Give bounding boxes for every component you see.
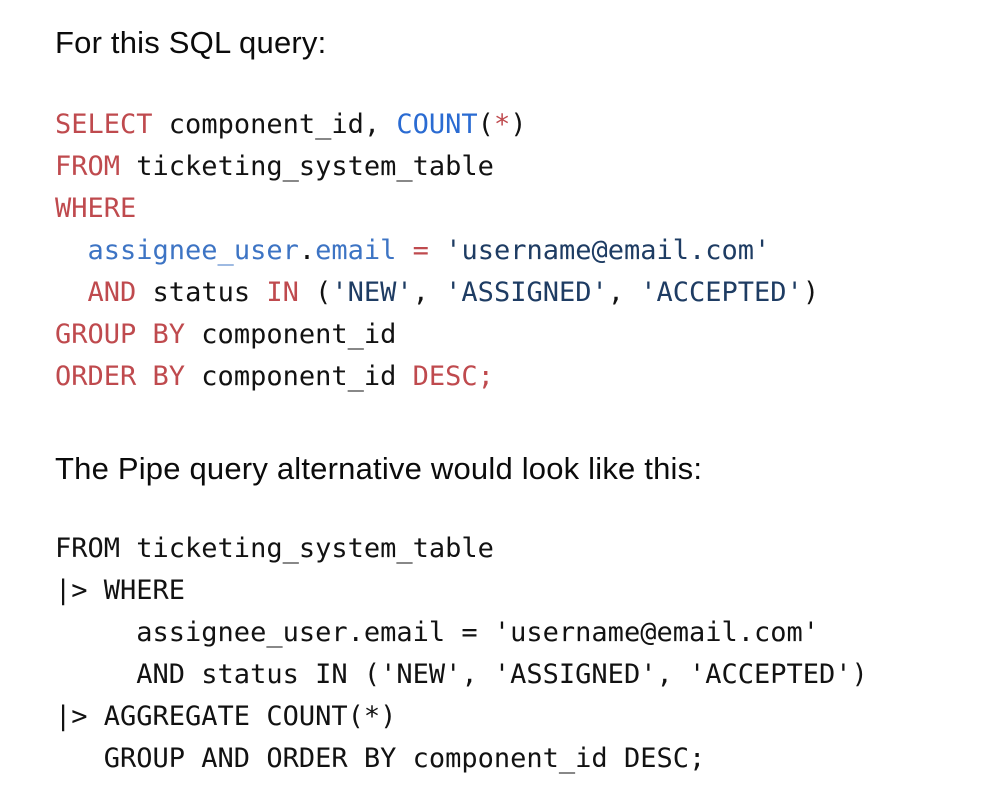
code-token-identifier: email <box>315 235 397 266</box>
code-line: FROM ticketing_system_table <box>55 528 966 570</box>
code-line: WHERE <box>55 188 966 230</box>
code-token-string: 'NEW' <box>331 277 413 308</box>
code-token-string: 'ASSIGNED' <box>445 277 608 308</box>
code-token-plain: AND status IN ('NEW', 'ASSIGNED', 'ACCEP… <box>55 659 868 690</box>
code-token-keyword: DESC; <box>412 361 494 392</box>
intro-heading: For this SQL query: <box>55 25 327 60</box>
pipe-heading: The Pipe query alternative would look li… <box>55 451 703 486</box>
code-token-plain <box>396 235 412 266</box>
code-line: GROUP BY component_id <box>55 314 966 356</box>
code-token-plain: . <box>298 235 316 266</box>
code-line: FROM ticketing_system_table <box>55 146 966 188</box>
code-line: |> WHERE <box>55 570 966 612</box>
code-token-plain: , <box>607 277 641 308</box>
code-token-plain <box>429 235 445 266</box>
code-token-keyword: * <box>493 109 511 140</box>
code-token-plain: status <box>136 277 267 308</box>
code-line: assignee_user.email = 'username@email.co… <box>55 612 966 654</box>
pipe-code-block: FROM ticketing_system_table |> WHERE assi… <box>55 528 966 780</box>
code-token-function: COUNT <box>396 109 478 140</box>
code-line: SELECT component_id, COUNT(*) <box>55 104 966 146</box>
code-token-plain: |> AGGREGATE COUNT(*) <box>55 701 397 732</box>
code-line: AND status IN ('NEW', 'ASSIGNED', 'ACCEP… <box>55 654 966 696</box>
code-token-keyword: = <box>412 235 429 266</box>
code-line: assignee_user.email = 'username@email.co… <box>55 230 966 272</box>
code-token-string: 'username@email.com' <box>445 235 771 266</box>
sql-code-block: SELECT component_id, COUNT(*)FROM ticket… <box>55 104 966 398</box>
code-token-plain: ( <box>298 277 332 308</box>
code-token-plain: , <box>412 277 446 308</box>
code-token-plain: |> WHERE <box>55 575 186 606</box>
document: For this SQL query: SELECT component_id,… <box>55 25 966 780</box>
code-token-plain: ticketing_system_table <box>120 151 494 182</box>
code-line: GROUP AND ORDER BY component_id DESC; <box>55 738 966 780</box>
code-token-string: 'ACCEPTED' <box>640 277 803 308</box>
code-token-keyword: AND <box>87 277 137 308</box>
code-token-plain: component_id, <box>152 109 397 140</box>
code-token-plain: component_id <box>185 319 397 350</box>
code-line: |> AGGREGATE COUNT(*) <box>55 696 966 738</box>
code-token-keyword: ORDER BY <box>55 361 186 392</box>
code-token-plain: ) <box>510 109 527 140</box>
code-token-keyword: WHERE <box>55 193 137 224</box>
code-token-plain: assignee_user.email = 'username@email.co… <box>55 617 820 648</box>
code-token-keyword: GROUP BY <box>55 319 186 350</box>
code-token-plain: FROM ticketing_system_table <box>55 533 494 564</box>
code-token-plain: ( <box>477 109 494 140</box>
code-token-plain: component_id <box>185 361 413 392</box>
code-token-keyword: SELECT <box>55 109 153 140</box>
code-token-plain <box>55 235 88 266</box>
code-token-plain: GROUP AND ORDER BY component_id DESC; <box>55 743 706 774</box>
code-line: AND status IN ('NEW', 'ASSIGNED', 'ACCEP… <box>55 272 966 314</box>
code-token-keyword: FROM <box>55 151 121 182</box>
code-line: ORDER BY component_id DESC; <box>55 356 966 398</box>
code-token-keyword: IN <box>266 277 299 308</box>
code-token-plain: ) <box>802 277 820 308</box>
code-token-plain <box>55 277 88 308</box>
code-token-identifier: assignee_user <box>87 235 299 266</box>
